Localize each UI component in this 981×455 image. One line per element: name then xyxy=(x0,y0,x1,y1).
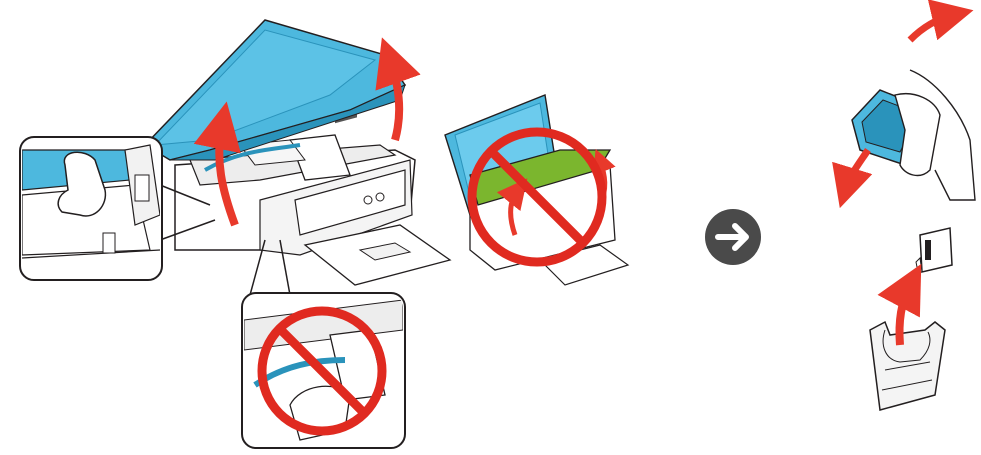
printer-control-panel-prohibited xyxy=(445,95,628,285)
cartridge-package-icon xyxy=(870,228,952,410)
arrow-right-circle-icon xyxy=(705,209,761,265)
printer-open-scanner xyxy=(145,20,450,285)
cartridge-shake-icon xyxy=(846,15,975,200)
